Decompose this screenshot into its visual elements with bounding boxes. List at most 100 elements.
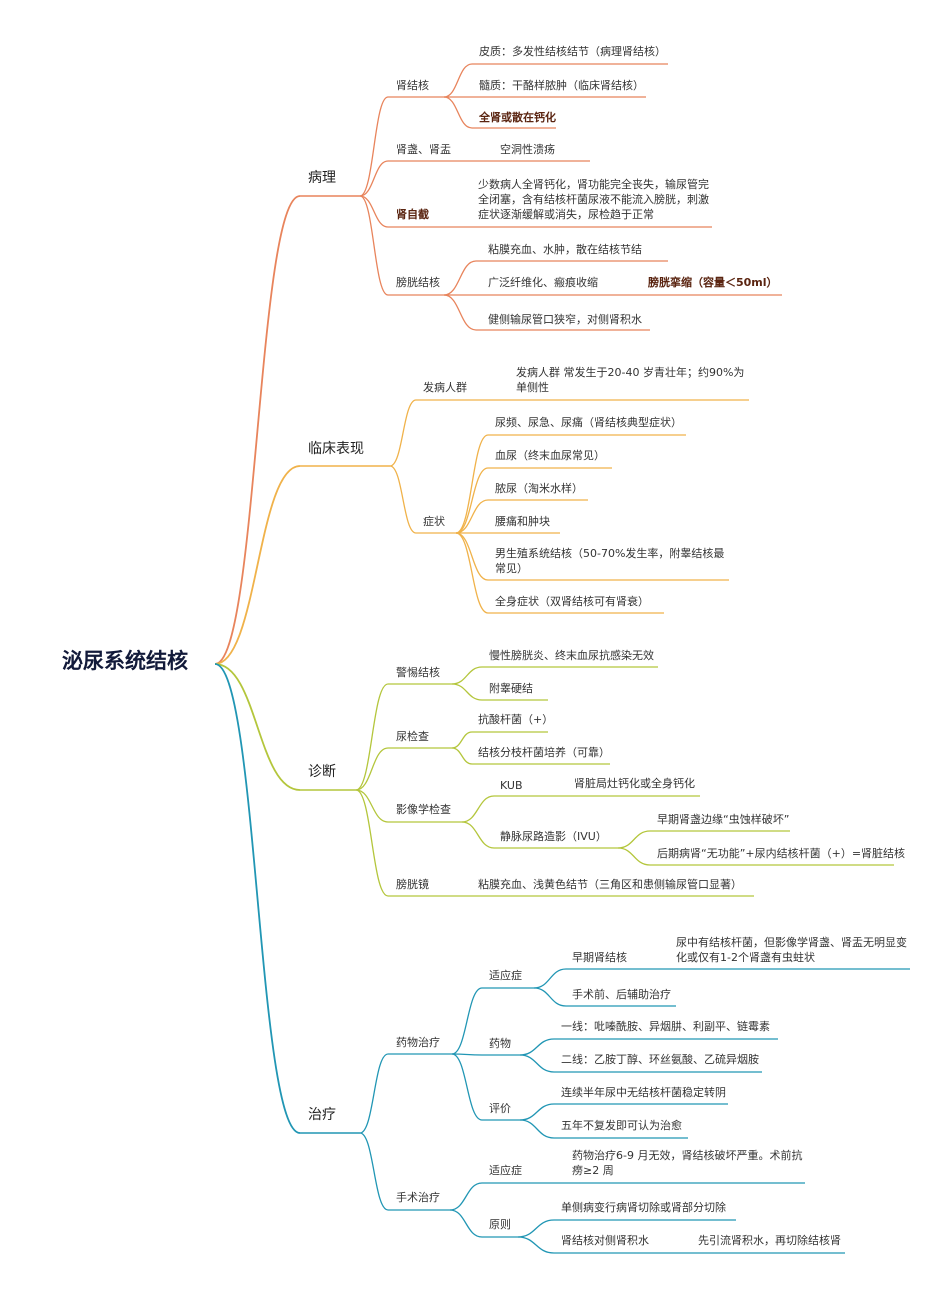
connector-curve-23 <box>443 294 477 331</box>
leaf-periop: 手术前、后辅助治疗 <box>572 988 671 1001</box>
leaf-ivu-1: 早期肾盏边缘“虫蚀样破坏” <box>657 813 790 826</box>
branch-pathology: 病理 <box>308 170 336 186</box>
connector-curve-21 <box>443 260 477 296</box>
branch-clinical: 临床表现 <box>308 441 364 457</box>
connector-curve-96 <box>517 1219 555 1238</box>
node-early-renal-tb: 早期肾结核 <box>572 951 627 964</box>
connector-curve-2 <box>214 663 301 791</box>
connector-curve-45 <box>355 683 389 791</box>
leaf-alert-1: 慢性膀胱炎、终末血尿抗感染无效 <box>489 649 654 662</box>
root-topic: 泌尿系统结核 <box>62 649 188 673</box>
connector-curve-75 <box>451 1053 483 1056</box>
node-population: 发病人群 <box>423 381 467 394</box>
connector-curve-80 <box>533 968 567 989</box>
connector-curve-46 <box>355 747 389 791</box>
leaf-bladder-1: 粘膜充血、水肿，散在结核节结 <box>488 243 642 256</box>
connector-curve-89 <box>519 1119 555 1139</box>
node-autonephrectomy: 肾自截 <box>396 208 429 221</box>
leaf-principle-2: 肾结核对侧肾积水 <box>561 1234 649 1247</box>
leaf-drug-second-line: 二线：乙胺丁醇、环丝氨酸、乙硫异烟胺 <box>561 1053 759 1066</box>
leaf-symptom-5: 男生殖系统结核（50-70%发生率，附睾结核最常见） <box>495 547 725 575</box>
connector-curve-47 <box>355 789 389 823</box>
leaf-cortex: 皮质：多发性结核结节（病理肾结核） <box>479 45 666 58</box>
node-surgery: 手术治疗 <box>396 1191 440 1204</box>
leaf-symptom-2: 血尿（终末血尿常见） <box>495 449 605 462</box>
leaf-cystoscopy-desc: 粘膜充血、浅黄色结节（三角区和患侧输尿管口显著） <box>478 878 742 891</box>
leaf-principle-1: 单侧病变行病肾切除或肾部分切除 <box>561 1201 726 1214</box>
connector-curve-92 <box>449 1182 483 1211</box>
leaf-early-desc: 尿中有结核杆菌，但影像学肾盏、肾盂无明显变化或仅有1-2个肾盏有虫蛀状 <box>676 936 907 964</box>
leaf-kub-desc: 肾脏局灶钙化或全身钙化 <box>574 777 695 790</box>
branch-treatment: 治疗 <box>308 1107 336 1123</box>
connector-curve-1 <box>214 465 301 665</box>
leaf-symptom-6: 全身症状（双肾结核可有肾衰） <box>495 595 649 608</box>
leaf-cavity-ulcer: 空洞性溃疡 <box>500 143 555 156</box>
node-drug-indication: 适应症 <box>489 969 522 982</box>
connector-curve-58 <box>451 747 473 765</box>
connector-curve-7 <box>359 195 389 228</box>
connector-curve-70 <box>359 1053 389 1134</box>
leaf-calcification: 全肾或散在钙化 <box>479 111 556 124</box>
node-alert: 警惕结核 <box>396 666 440 679</box>
node-urine-test: 尿检查 <box>396 730 429 743</box>
leaf-ivu-2: 后期病肾“无功能”+尿内结核杆菌（+）=肾脏结核 <box>657 847 906 860</box>
node-ivu: 静脉尿路造影（IVU） <box>500 830 607 843</box>
node-surgery-indication: 适应症 <box>489 1164 522 1177</box>
leaf-eval-1: 连续半年尿中无结核杆菌稳定转阴 <box>561 1086 726 1099</box>
connector-curve-61 <box>461 795 495 823</box>
leaf-urine-1: 抗酸杆菌（+） <box>478 713 554 726</box>
connector-curve-97 <box>517 1236 555 1254</box>
node-calyx-pelvis: 肾盏、肾盂 <box>396 143 451 156</box>
leaf-symptom-3: 脓尿（淘米水样） <box>495 482 583 495</box>
connector-curve-6 <box>359 160 389 197</box>
leaf-symptom-1: 尿频、尿急、尿痛（肾结核典型症状） <box>495 416 682 429</box>
leaf-surgery-indication-desc: 药物治疗6-9 月无效，肾结核破坏严重。术前抗痨≥2 周 <box>572 1149 803 1177</box>
connector-curve-42 <box>455 532 489 614</box>
connector-curve-53 <box>451 666 483 685</box>
connector-curve-71 <box>359 1132 389 1211</box>
node-kub: KUB <box>500 779 523 792</box>
connector-curve-66 <box>617 847 651 866</box>
connector-curve-13 <box>443 63 473 98</box>
connector-curve-29 <box>389 465 417 534</box>
leaf-autonephrectomy-desc: 少数病人全肾钙化，肾功能完全丧失，输尿管完全闭塞，含有结核杆菌尿液不能流入膀胱，… <box>478 178 709 221</box>
connector-curve-93 <box>449 1209 483 1238</box>
node-renal-tb: 肾结核 <box>396 79 429 92</box>
leaf-medulla: 髓质：干酪样脓肿（临床肾结核） <box>479 79 644 92</box>
connector-curve-57 <box>451 731 473 749</box>
leaf-bladder-2: 广泛纤维化、瘢痕收缩 <box>488 276 598 289</box>
node-evaluation: 评价 <box>489 1102 511 1115</box>
connector-curve-28 <box>389 399 417 467</box>
node-imaging: 影像学检查 <box>396 803 451 816</box>
connector-curve-34 <box>455 467 489 534</box>
connector-curve-88 <box>519 1103 555 1121</box>
leaf-hydro-desc: 先引流肾积水，再切除结核肾 <box>698 1234 841 1247</box>
leaf-symptom-4: 腰痛和肿块 <box>495 515 550 528</box>
node-drug-therapy: 药物治疗 <box>396 1036 440 1049</box>
leaf-urine-2: 结核分枝杆菌培养（可靠） <box>478 746 610 759</box>
connector-curve-54 <box>451 683 483 701</box>
connector-curve-8 <box>359 195 389 296</box>
leaf-drug-first-line: 一线：吡嗪酰胺、异烟肼、利副平、链霉素 <box>561 1020 770 1033</box>
node-principle: 原则 <box>489 1218 511 1231</box>
connector-curve-48 <box>355 789 389 897</box>
connector-curve-15 <box>443 96 473 129</box>
branch-diagnosis: 诊断 <box>308 764 336 780</box>
connector-curve-0 <box>214 195 301 665</box>
connector-curve-74 <box>451 987 483 1055</box>
connector-curve-65 <box>617 830 651 849</box>
node-bladder-tb: 膀胱结核 <box>396 276 440 289</box>
connector-curve-36 <box>455 499 489 534</box>
leaf-eval-2: 五年不复发即可认为治愈 <box>561 1119 682 1132</box>
leaf-alert-2: 附睾硬结 <box>489 682 533 695</box>
connector-curve-84 <box>519 1038 555 1056</box>
connector-curve-76 <box>451 1053 483 1121</box>
node-cystoscopy: 膀胱镜 <box>396 878 429 891</box>
connector-curve-5 <box>359 96 389 197</box>
leaf-bladder-contracture: 膀胱挛缩（容量＜50ml） <box>648 276 778 289</box>
node-drugs: 药物 <box>489 1037 511 1050</box>
connector-curve-32 <box>455 434 489 534</box>
connector-curve-62 <box>461 821 495 849</box>
leaf-population-desc: 发病人群 常发生于20-40 岁青壮年；约90%为单侧性 <box>516 366 745 394</box>
